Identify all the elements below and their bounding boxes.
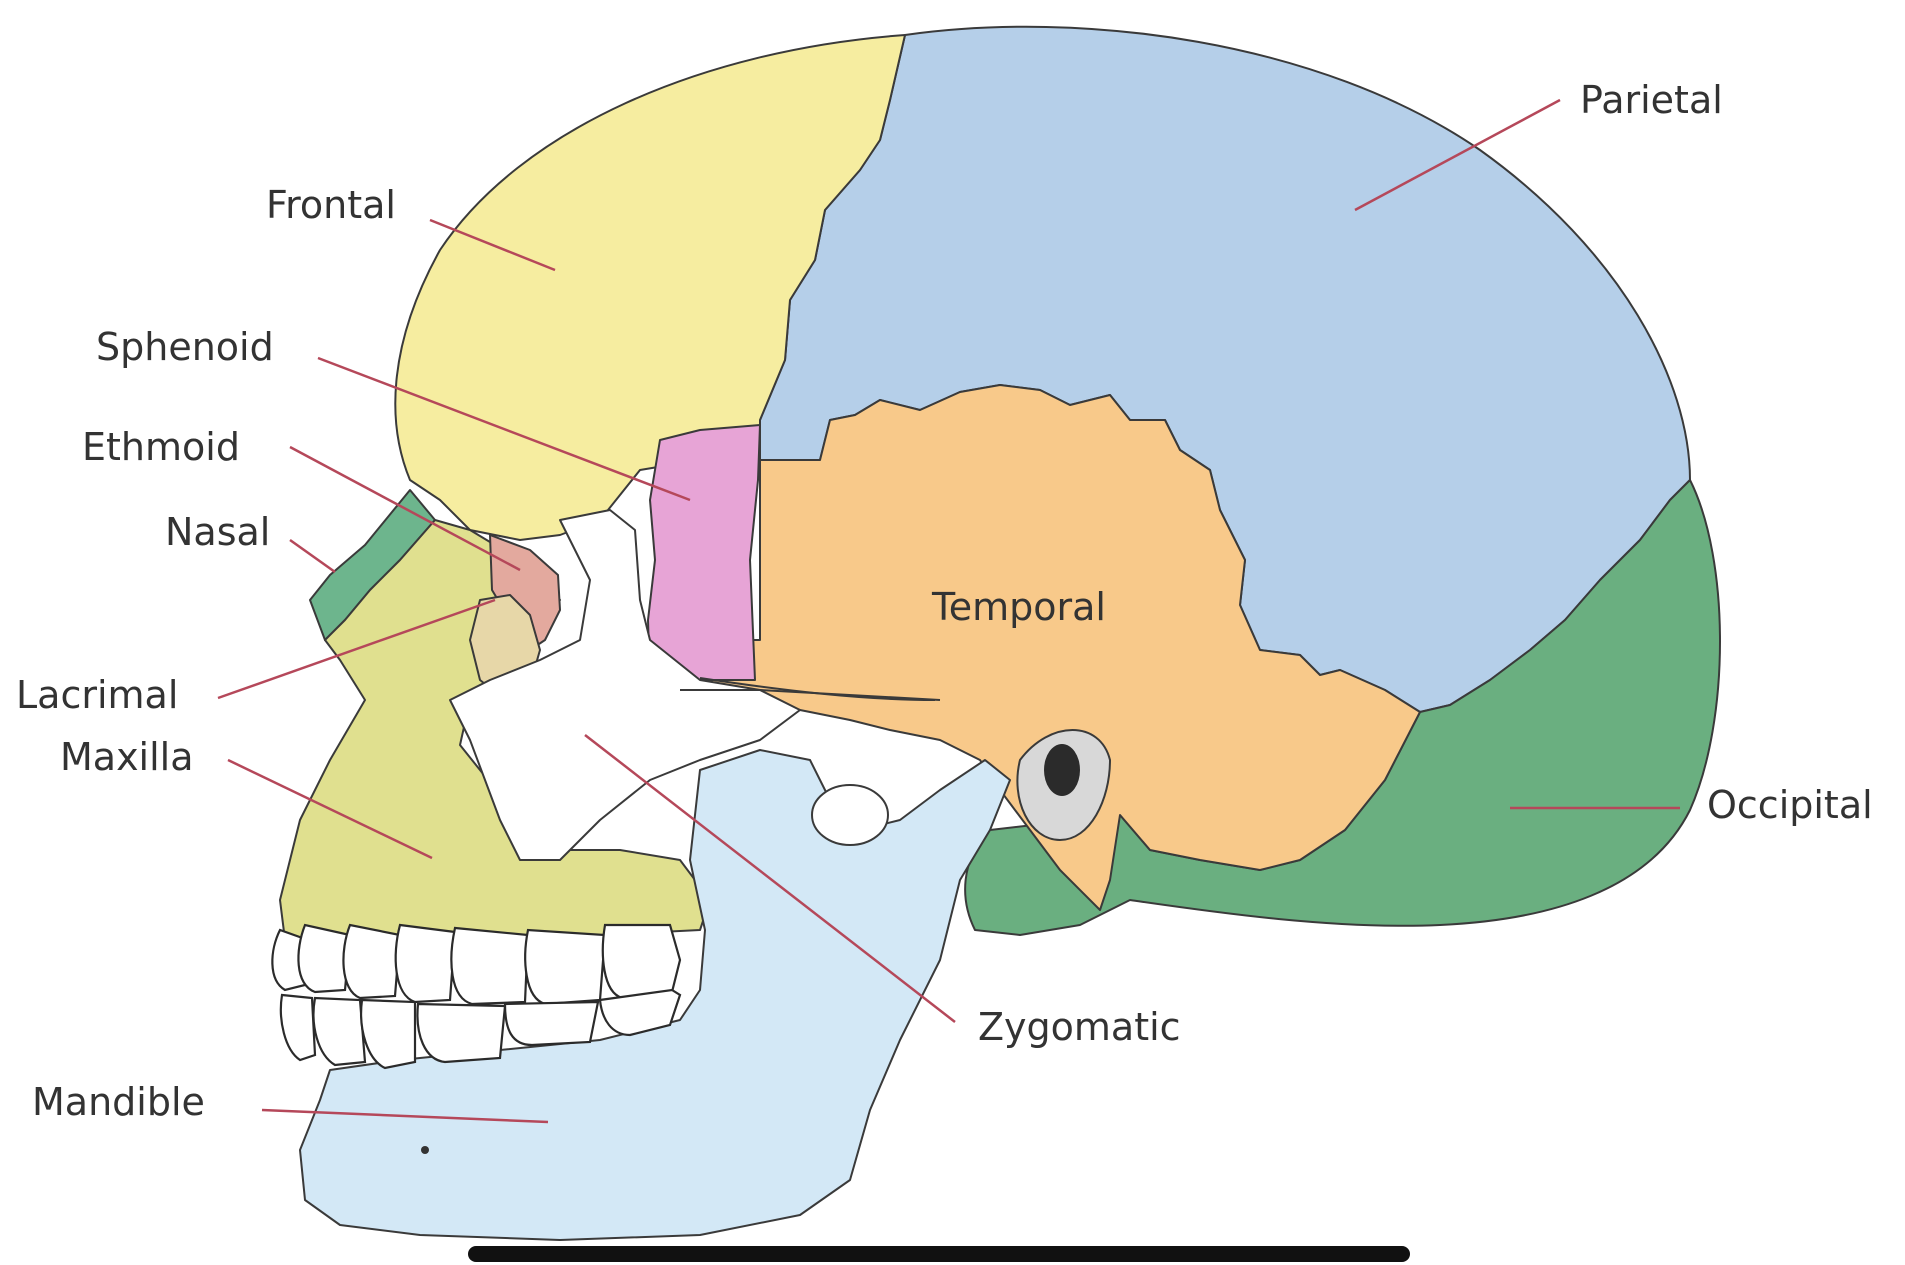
label-parietal: Parietal (1580, 78, 1723, 122)
label-maxilla: Maxilla (60, 735, 194, 779)
label-sphenoid: Sphenoid (96, 325, 274, 369)
label-zygomatic: Zygomatic (978, 1005, 1181, 1049)
label-occipital: Occipital (1707, 783, 1873, 827)
ear-opening-shadow (1044, 744, 1080, 796)
nasal-leader-line (290, 540, 335, 572)
home-indicator-bar (468, 1246, 1410, 1262)
label-lacrimal: Lacrimal (16, 673, 178, 717)
mental-foramen-mark (421, 1146, 429, 1154)
sphenoid-bone (648, 425, 760, 685)
label-nasal: Nasal (165, 510, 270, 554)
mandibular-notch (812, 785, 888, 845)
label-ethmoid: Ethmoid (82, 425, 240, 469)
label-frontal: Frontal (266, 183, 396, 227)
label-temporal: Temporal (931, 585, 1106, 629)
label-mandible: Mandible (32, 1080, 205, 1124)
upper-teeth (272, 925, 680, 1004)
